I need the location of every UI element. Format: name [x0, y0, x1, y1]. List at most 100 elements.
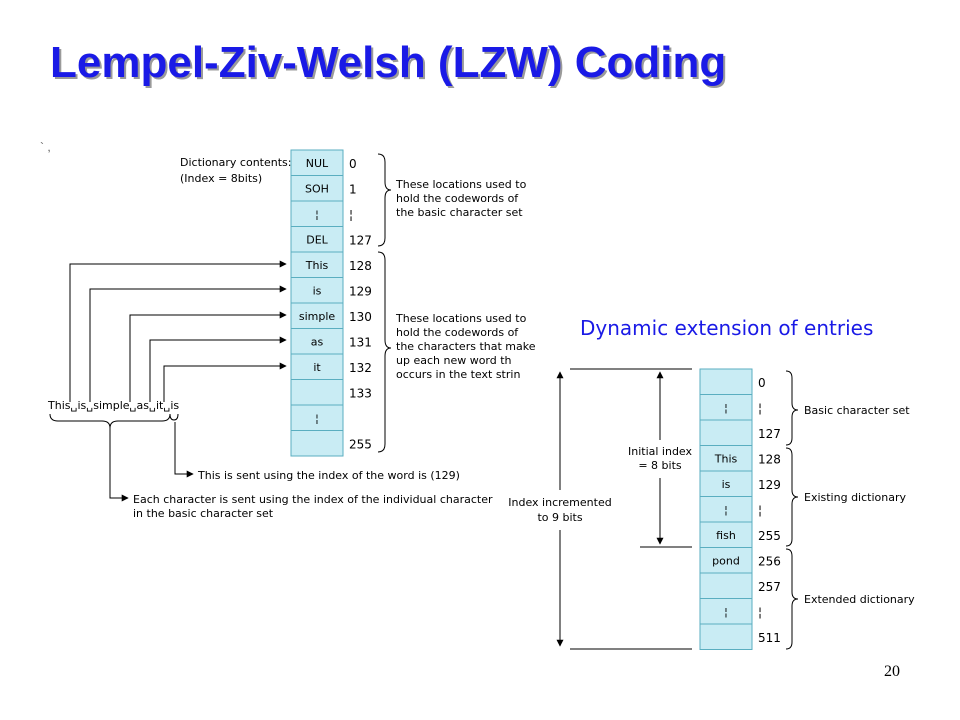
left-dict-index-label: 131: [349, 335, 372, 349]
left-dictionary-cells: NUL SOH ¦ DEL This is simple as it ¦: [290, 149, 344, 457]
note-char-line2: in the basic character set: [133, 507, 274, 520]
right-dict-cell: [699, 623, 753, 650]
left-dict-cell-label: as: [311, 335, 324, 348]
left-dict-cell-label: NUL: [306, 157, 329, 170]
left-dictionary-diagram: Dictionary contents: (Index = 8bits) NUL…: [47, 149, 536, 520]
arrow-to-word-note: [174, 422, 194, 478]
initial-index-line2: = 8 bits: [638, 459, 682, 472]
string-underbrace: [49, 413, 171, 429]
brace2-line2: hold the codewords of: [396, 326, 519, 339]
right-dict-index-label: 0: [758, 376, 766, 390]
right-dict-cell: [699, 598, 753, 625]
input-string: This␣is␣simple␣as␣it␣is: [47, 399, 179, 412]
is-underbrace: [169, 413, 179, 421]
left-dict-cell: [290, 328, 344, 355]
left-dict-cell: [290, 277, 344, 304]
slide-number: 20: [884, 663, 900, 680]
right-dict-cell: [699, 368, 753, 395]
right-dict-index-label: 511: [758, 631, 781, 645]
left-dict-index-label: 127: [349, 233, 372, 247]
left-dict-cell-label: simple: [299, 310, 336, 323]
right-dict-cell: [699, 547, 753, 574]
left-dict-cell: [290, 226, 344, 253]
right-dict-cell-label: This: [714, 452, 738, 465]
label-extended-dictionary: Extended dictionary: [804, 593, 915, 606]
right-dict-cell: [699, 394, 753, 421]
arrow-it: [163, 362, 287, 402]
right-dict-cell: [699, 496, 753, 523]
left-dict-index-label: 128: [349, 259, 372, 273]
right-dict-index-label: ¦: [758, 401, 762, 415]
left-dict-cell: [290, 430, 344, 457]
initial-index-line1: Initial index: [628, 445, 693, 458]
left-dict-cell: [290, 302, 344, 329]
left-dict-cell-label: DEL: [306, 233, 328, 246]
brace2-line3: the characters that make: [396, 340, 536, 353]
note-word-index: This is sent using the index of the word…: [197, 469, 460, 482]
brace-basic-set: [377, 153, 392, 247]
right-dict-index-label: ¦: [758, 503, 762, 517]
right-dict-cell-label: fish: [716, 529, 736, 542]
right-dict-cell: [699, 419, 753, 446]
right-dictionary-cells: ¦ This is ¦ fish pond ¦: [699, 368, 753, 650]
left-dict-cell-label: ¦: [315, 412, 319, 425]
right-dict-index-label: 255: [758, 529, 781, 543]
brace2-line4: up each new word th: [396, 354, 512, 367]
right-dict-cell-label: is: [722, 478, 731, 491]
left-dict-cell: [290, 200, 344, 227]
right-dict-index-label: 129: [758, 478, 781, 492]
left-dict-index-label: ¦: [349, 208, 353, 222]
left-dict-cell: [290, 149, 344, 176]
arrow-this: [69, 260, 287, 402]
incremented-line1: Index incremented: [508, 496, 611, 509]
brace-basic-text: These locations used to hold the codewor…: [395, 178, 527, 219]
note-char-line1: Each character is sent using the index o…: [133, 493, 493, 506]
label-basic-character-set: Basic character set: [804, 404, 910, 417]
label-existing-dictionary: Existing dictionary: [804, 491, 906, 504]
brace2-line1: These locations used to: [395, 312, 527, 325]
dict-label-line2: (Index = 8bits): [180, 172, 262, 185]
brace-basic-character-set: [785, 370, 799, 446]
brace2-line5: occurs in the text strin: [396, 368, 520, 381]
brace1-line2: hold the codewords of: [396, 192, 519, 205]
brace1-line1: These locations used to: [395, 178, 527, 191]
right-dict-index-label: 256: [758, 554, 781, 568]
brace-new-words: [377, 251, 392, 453]
word-to-entry-arrows: [69, 260, 287, 402]
dict-label-line1: Dictionary contents:: [180, 156, 291, 169]
right-dict-cell-label: pond: [712, 554, 740, 567]
left-dict-cell-label: This: [305, 259, 329, 272]
left-dict-cell-label: is: [313, 284, 322, 297]
left-dict-cell: [290, 404, 344, 431]
right-dict-index-label: 257: [758, 580, 781, 594]
arrow-simple: [129, 311, 287, 402]
left-dict-cell-label: it: [313, 361, 321, 374]
stray-marks: ` ,: [40, 140, 51, 154]
right-dict-index-label: ¦: [758, 605, 762, 619]
right-dict-cell-label: ¦: [724, 605, 728, 618]
arrow-to-char-note: [109, 428, 129, 502]
right-dict-cell: [699, 521, 753, 548]
left-dict-cell-label: SOH: [305, 182, 329, 195]
left-dict-index-label: 130: [349, 310, 372, 324]
arrow-is: [89, 285, 287, 402]
left-dict-index-label: 133: [349, 386, 372, 400]
brace1-line3: the basic character set: [396, 206, 523, 219]
left-dict-index-label: 255: [349, 437, 372, 451]
left-dict-cell-label: ¦: [315, 208, 319, 221]
right-dict-cell-label: ¦: [724, 503, 728, 516]
left-dict-index-label: 1: [349, 182, 357, 196]
right-dict-cell: [699, 572, 753, 599]
brace-extended-dictionary: [785, 548, 799, 650]
right-dict-cell-label: ¦: [724, 401, 728, 414]
slide-title: Lempel-Ziv-Welsh (LZW) Coding: [50, 38, 727, 87]
left-dict-cell: [290, 379, 344, 406]
right-dict-index-label: 128: [758, 452, 781, 466]
left-dict-index-label: 0: [349, 157, 357, 171]
dynamic-extension-title: Dynamic extension of entries: [580, 316, 874, 340]
incremented-line2: to 9 bits: [537, 511, 582, 524]
